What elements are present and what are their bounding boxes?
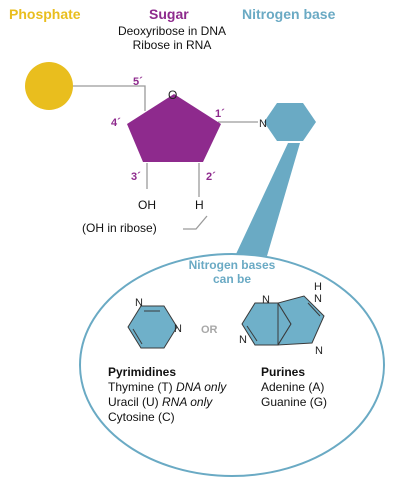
sugar-note-rna: Ribose in RNA	[132, 38, 212, 52]
purine-n-left: N	[239, 334, 247, 346]
h-label: H	[195, 198, 204, 212]
carbon-5-label: 5´	[133, 76, 143, 88]
uracil-name: Uracil (U)	[108, 395, 162, 409]
sugar-notes: Deoxyribose in DNA Ribose in RNA	[102, 24, 242, 52]
carbon-4-label: 4´	[111, 117, 121, 129]
carbon-2-label: 2´	[206, 171, 216, 183]
thymine-note: DNA only	[176, 380, 227, 394]
purines-title: Purines	[261, 365, 306, 379]
pyrimidine-double-bond-2	[132, 328, 143, 345]
purine-double-bond-1	[246, 325, 258, 342]
base-nitrogen-label: N	[259, 118, 267, 130]
pyrimidine-n-right: N	[174, 323, 182, 335]
purine-guanine: Guanine (G)	[261, 395, 328, 409]
ribose-note: (OH in ribose)	[82, 221, 157, 235]
purines-block: Purines Adenine (A) Guanine (G)	[261, 365, 327, 410]
nitrogen-base-hexagon	[264, 103, 316, 141]
carbon-3-label: 3´	[131, 171, 141, 183]
or-label: OR	[201, 324, 218, 336]
oh-label: OH	[138, 198, 156, 212]
purine-adenine: Adenine (A)	[261, 380, 325, 394]
purine-n-bottom: N	[315, 345, 323, 357]
pyrimidines-title: Pyrimidines	[108, 365, 177, 379]
pyrimidines-block: Pyrimidines Thymine (T) DNA only Uracil …	[108, 365, 226, 425]
thymine-name: Thymine (T)	[108, 380, 177, 394]
sugar-note-dna: Deoxyribose in DNA	[117, 24, 227, 38]
phosphate-circle	[25, 62, 73, 110]
purine-nh-h: H	[314, 281, 322, 293]
pyrimidine-n-top: N	[135, 297, 143, 309]
uracil-note: RNA only	[162, 395, 213, 409]
pyrimidine-uracil: Uracil (U) RNA only	[108, 395, 226, 410]
purine-double-bond-2	[307, 302, 321, 317]
ring-oxygen-label: O	[168, 88, 177, 102]
pyrimidine-ring	[127, 305, 178, 349]
callout-title-line2: can be	[212, 272, 251, 286]
purine-n-top: N	[262, 294, 270, 306]
carbon-1-label: 1´	[215, 108, 225, 120]
phosphate-heading: Phosphate	[9, 6, 81, 22]
phosphate-link-line	[70, 85, 146, 111]
pyrimidine-cytosine: Cytosine (C)	[108, 410, 175, 424]
callout-title: Nitrogen bases can be	[162, 258, 302, 286]
sugar-heading: Sugar	[149, 6, 189, 22]
sugar-pentagon	[127, 94, 221, 162]
ribose-note-line	[183, 215, 208, 230]
pyrimidine-thymine: Thymine (T) DNA only	[108, 380, 226, 395]
callout-title-line1: Nitrogen bases	[188, 258, 276, 272]
callout-pointer	[236, 143, 300, 256]
purine-nh-n: N	[314, 293, 322, 305]
nitrogen-base-heading: Nitrogen base	[242, 6, 336, 22]
